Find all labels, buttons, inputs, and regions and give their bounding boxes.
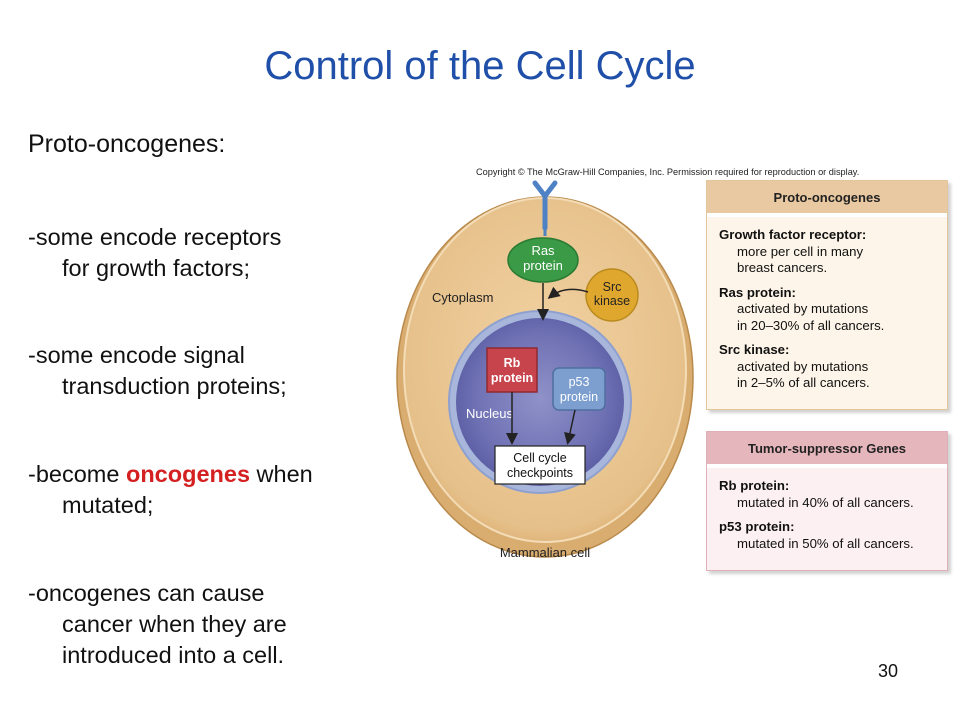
ras-label: protein xyxy=(523,258,563,273)
entry-rb-protein: Rb protein: mutated in 40% of all cancer… xyxy=(707,478,947,511)
bullet-line: -some encode receptors xyxy=(28,224,282,250)
p53-label: protein xyxy=(560,390,598,404)
bullet-mutated: -become oncogenes when mutated; xyxy=(28,459,313,521)
bullet-line: introduced into a cell. xyxy=(62,642,285,668)
entry-title: Src kinase: xyxy=(719,342,790,357)
entry-desc: activated by mutations xyxy=(737,301,869,316)
oncogenes-highlight: oncogenes xyxy=(125,461,251,487)
entry-desc: mutated in 40% of all cancers. xyxy=(737,494,914,510)
p53-protein-node xyxy=(552,367,606,411)
bullet-line: cancer when they are xyxy=(62,611,287,637)
slide-title: Control of the Cell Cycle xyxy=(264,44,696,88)
bullet-cancer: -oncogenes can cause cancer when they ar… xyxy=(28,578,287,671)
entry-src-kinase: Src kinase: activated by mutations in 2–… xyxy=(707,342,947,392)
src-to-ras-arrow xyxy=(547,286,589,299)
bullet-line: transduction proteins; xyxy=(62,373,287,399)
entry-desc: in 2–5% of all cancers. xyxy=(737,375,870,390)
bullet-line: -become xyxy=(28,461,126,487)
entry-title: p53 protein: xyxy=(719,519,795,534)
entry-title: Ras protein: xyxy=(719,284,796,300)
src-kinase-node xyxy=(585,268,639,322)
entry-p53-protein: p53 protein: mutated in 50% of all cance… xyxy=(707,519,947,552)
tumor-suppressor-panel: Tumor-suppressor Genes Rb protein: mutat… xyxy=(706,431,948,571)
bullet-line: for growth factors; xyxy=(62,255,251,281)
figure-caption: Mammalian cell xyxy=(500,545,590,560)
entry-desc: activated by mutations xyxy=(737,358,869,374)
cell-cycle-checkpoints-box xyxy=(494,445,586,485)
rb-label: Rb xyxy=(504,356,521,370)
proto-oncogenes-panel: Proto-oncogenes Growth factor receptor: … xyxy=(706,180,948,410)
bullet-line: mutated; xyxy=(62,492,154,518)
rb-label: protein xyxy=(491,371,533,385)
ras-protein-node xyxy=(507,237,579,283)
cell-diagram: Ras protein Src kinase Cytoplasm Rb prot… xyxy=(396,180,694,560)
entry-ras-protein: Ras protein: activated by mutations in 2… xyxy=(707,285,947,335)
page-number: 30 xyxy=(877,661,898,681)
copyright-notice: Copyright © The McGraw-Hill Companies, I… xyxy=(476,167,860,177)
bullet-line: -oncogenes can cause xyxy=(28,580,265,606)
entry-desc: more per cell in many xyxy=(737,243,864,259)
bullet-line: when xyxy=(250,461,313,487)
bullet-line: -some encode signal xyxy=(28,342,245,368)
rb-protein-node xyxy=(486,347,538,393)
tumor-suppressor-heading: Tumor-suppressor Genes xyxy=(707,432,947,468)
checkpoints-label: checkpoints xyxy=(507,466,573,480)
entry-growth-factor-receptor: Growth factor receptor: more per cell in… xyxy=(707,227,947,277)
bullet-receptors: -some encode receptors for growth factor… xyxy=(28,222,281,284)
ras-label: Ras xyxy=(531,243,555,258)
src-label: Src xyxy=(603,280,622,294)
src-label: kinase xyxy=(594,294,630,308)
entry-title: Rb protein: xyxy=(719,478,790,493)
checkpoints-label: Cell cycle xyxy=(513,451,567,465)
p53-to-checkpoints-arrow xyxy=(564,409,576,445)
cytoplasm-label: Cytoplasm xyxy=(432,290,493,305)
bullet-signal: -some encode signal transduction protein… xyxy=(28,340,287,402)
slide-subtitle: Proto-oncogenes: xyxy=(28,130,226,158)
entry-desc: breast cancers. xyxy=(737,260,828,275)
nucleus-label: Nucleus xyxy=(466,406,513,421)
proto-oncogenes-heading: Proto-oncogenes xyxy=(707,181,947,217)
entry-desc: in 20–30% of all cancers. xyxy=(737,317,885,333)
p53-label: p53 xyxy=(569,375,590,389)
entry-title: Growth factor receptor: xyxy=(719,227,867,242)
entry-desc: mutated in 50% of all cancers. xyxy=(737,535,914,551)
